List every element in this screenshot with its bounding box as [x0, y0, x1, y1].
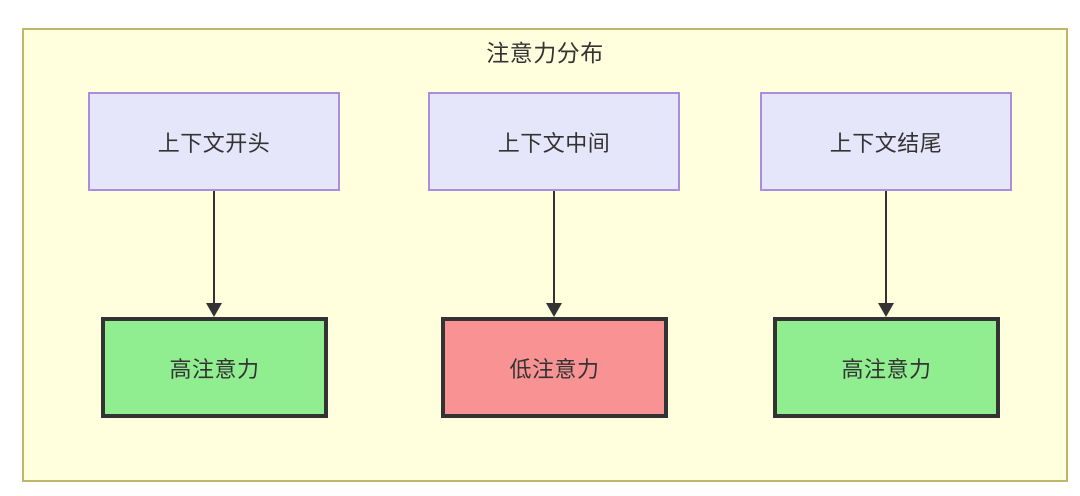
node-attention-high-start[interactable]: 高注意力 — [101, 317, 328, 418]
node-attention-low-middle-label: 低注意力 — [509, 356, 600, 382]
node-context-middle[interactable]: 上下文中间 — [428, 92, 680, 191]
node-attention-low-middle[interactable]: 低注意力 — [441, 317, 668, 418]
node-context-middle-label: 上下文中间 — [497, 130, 611, 156]
node-attention-high-end[interactable]: 高注意力 — [773, 317, 1000, 418]
node-context-start[interactable]: 上下文开头 — [88, 92, 340, 191]
node-attention-high-end-label: 高注意力 — [841, 356, 932, 382]
subgraph-title: 注意力分布 — [486, 40, 604, 66]
node-attention-high-start-label: 高注意力 — [169, 356, 260, 382]
node-context-start-label: 上下文开头 — [157, 130, 271, 156]
node-context-end-label: 上下文结尾 — [829, 130, 943, 156]
node-context-end[interactable]: 上下文结尾 — [760, 92, 1012, 191]
